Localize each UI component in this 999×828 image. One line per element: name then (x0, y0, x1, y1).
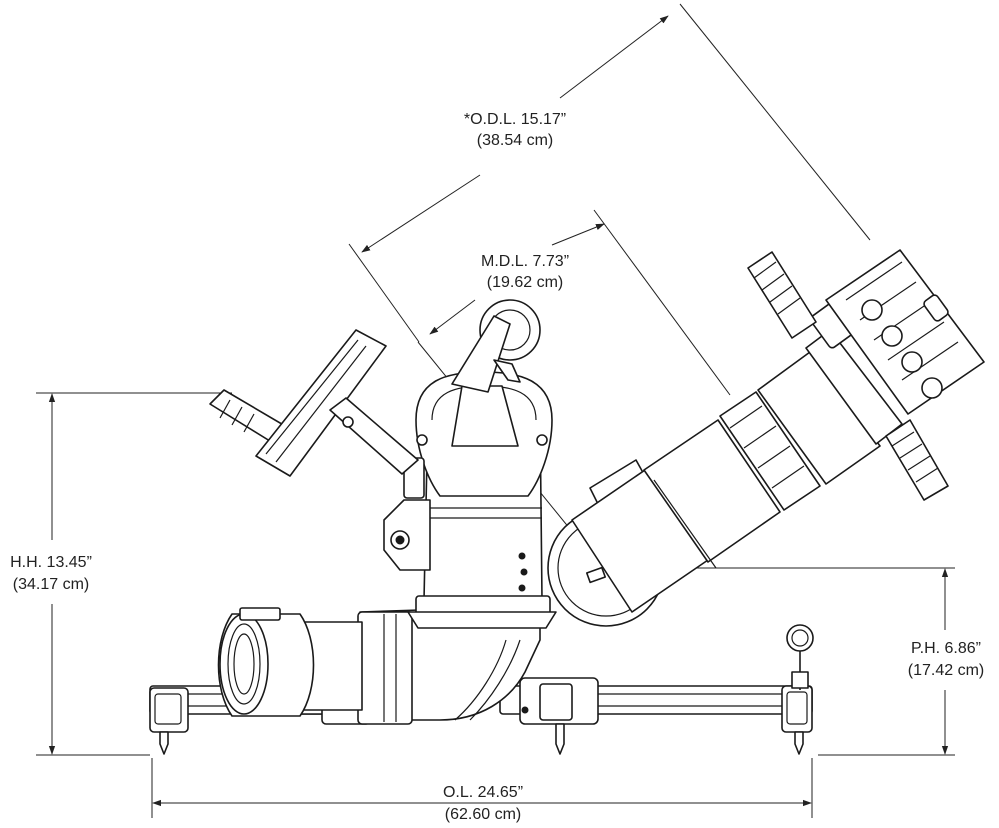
ph-metric: (17.42 cm) (908, 662, 984, 679)
discharge-barrel (547, 293, 903, 627)
odl-label: *O.D.L. 15.17” (464, 111, 566, 128)
hh-label: H.H. 13.45” (10, 554, 92, 571)
elevation-handwheel (209, 329, 419, 477)
monitor-body (383, 299, 557, 629)
dimension-labels: *O.D.L. 15.17” (38.54 cm) M.D.L. 7.73” (… (10, 111, 984, 823)
ol-metric: (62.60 cm) (445, 806, 521, 823)
odl-metric: (38.54 cm) (477, 132, 553, 149)
right-leg (499, 624, 814, 755)
mdl-label: M.D.L. 7.73” (481, 253, 569, 270)
inlet-elbow (217, 607, 541, 725)
ol-label: O.L. 24.65” (443, 784, 523, 801)
mdl-metric: (19.62 cm) (487, 274, 563, 291)
nozzle (747, 249, 985, 501)
hh-metric: (34.17 cm) (13, 576, 89, 593)
ph-label: P.H. 6.86” (911, 640, 981, 657)
